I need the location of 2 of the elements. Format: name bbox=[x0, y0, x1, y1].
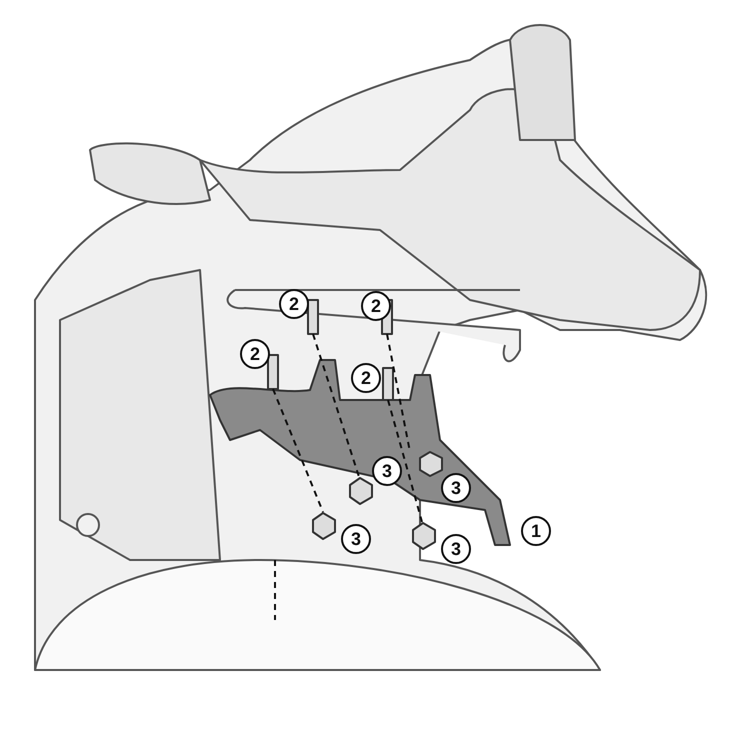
callout-number: 3 bbox=[441, 534, 471, 564]
callout-number: 1 bbox=[521, 516, 551, 546]
